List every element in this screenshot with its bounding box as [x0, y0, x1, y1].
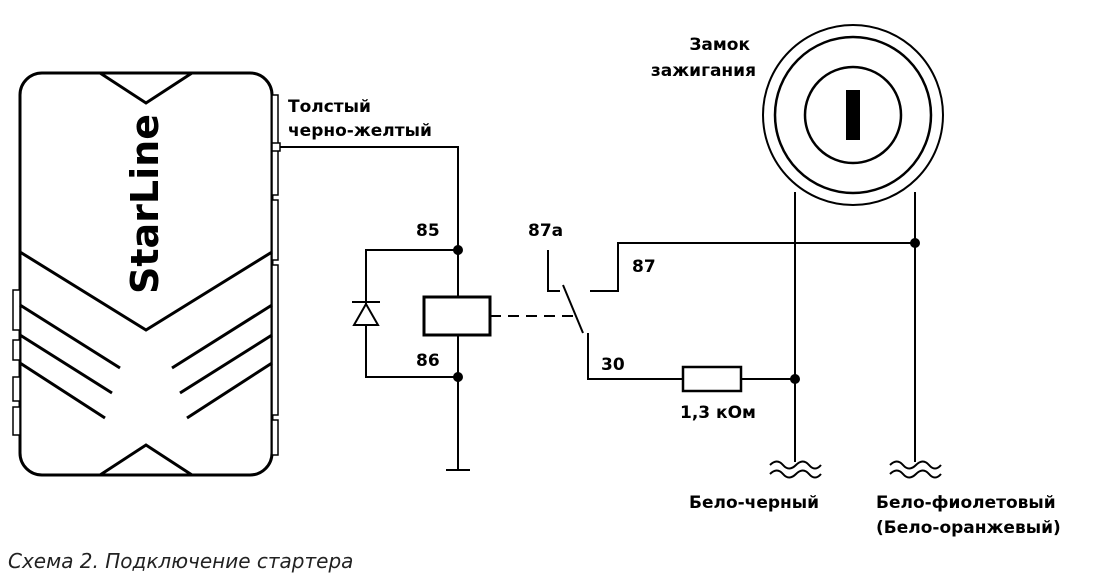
label-output-white-violet: Бело-фиолетовый — [876, 493, 1056, 513]
ignition-lock-icon — [762, 24, 944, 206]
label-pin-30: 30 — [601, 355, 625, 375]
brand-logo: StarLine — [123, 114, 167, 294]
relay-coil — [422, 295, 492, 337]
label-ignition-2: зажигания — [651, 61, 756, 81]
label-resistor: 1,3 кОм — [680, 403, 756, 423]
label-pin-86: 86 — [416, 351, 440, 371]
label-output-white-orange: (Бело-оранжевый) — [876, 518, 1061, 538]
figure-caption: Схема 2. Подключение стартера — [8, 549, 353, 573]
wire-break-marks — [769, 460, 942, 479]
alarm-unit: StarLine — [12, 71, 281, 477]
resistor — [681, 365, 743, 393]
label-wire-thick-1: Толстый — [288, 97, 371, 117]
label-ignition-1: Замок — [689, 35, 750, 55]
label-pin-87a: 87а — [528, 221, 563, 241]
label-wire-thick-2: черно-желтый — [288, 121, 432, 141]
diode-icon — [352, 301, 380, 326]
label-pin-87: 87 — [632, 257, 656, 277]
label-output-white-black: Бело-черный — [689, 493, 819, 513]
label-pin-85: 85 — [416, 221, 440, 241]
wiring — [280, 146, 920, 471]
